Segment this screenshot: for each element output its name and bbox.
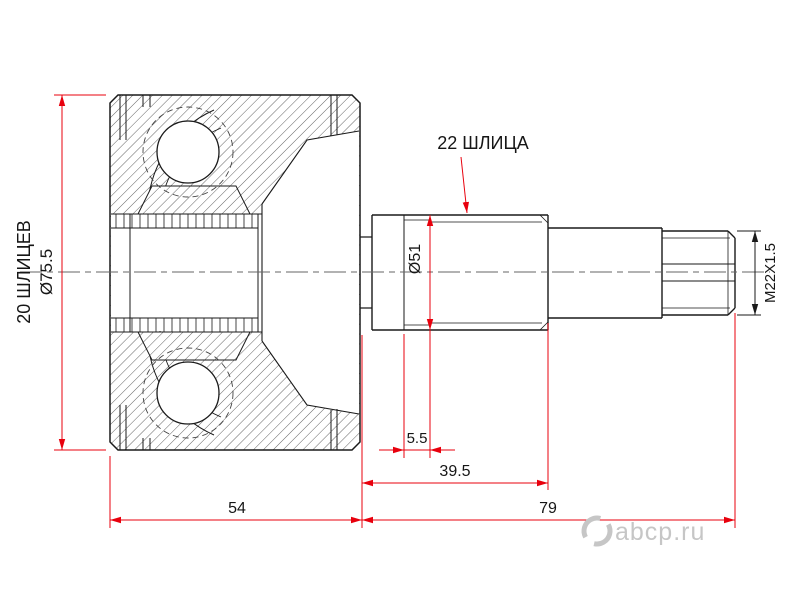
- dim-spline-section: 39.5: [439, 463, 470, 480]
- watermark-logo-icon: [581, 515, 613, 547]
- watermark: abcp.ru: [581, 515, 705, 547]
- dim-shaft-length: 79: [539, 500, 557, 517]
- dimension-groove-width: [379, 334, 455, 458]
- dimension-body-diameter: [54, 94, 106, 451]
- dimension-body-length: [109, 335, 363, 528]
- leader-shaft-splines: [460, 156, 470, 214]
- label-shaft-diameter: Ø51: [407, 244, 424, 274]
- label-body-diameter: Ø75.5: [37, 249, 56, 295]
- dimension-shaft-length: [362, 313, 736, 528]
- dim-groove-width: 5.5: [407, 430, 428, 447]
- spline-section: [430, 214, 549, 331]
- label-body-splines: 20 ШЛИЦЕВ: [14, 220, 34, 324]
- dim-body-length: 54: [228, 500, 246, 517]
- spline-bore: [111, 213, 262, 333]
- thread-section: [662, 230, 736, 316]
- dimension-spline-section: [362, 323, 549, 490]
- bearing-ball-bottom: [142, 347, 234, 439]
- dimension-thread: [737, 230, 761, 316]
- bell-housing: [109, 94, 361, 451]
- shaft: [360, 214, 736, 331]
- watermark-text: abcp.ru: [615, 518, 705, 546]
- label-thread-spec: M22X1.5: [762, 243, 779, 303]
- label-shaft-splines: 22 ШЛИЦА: [437, 133, 529, 153]
- bearing-ball-top: [142, 106, 234, 198]
